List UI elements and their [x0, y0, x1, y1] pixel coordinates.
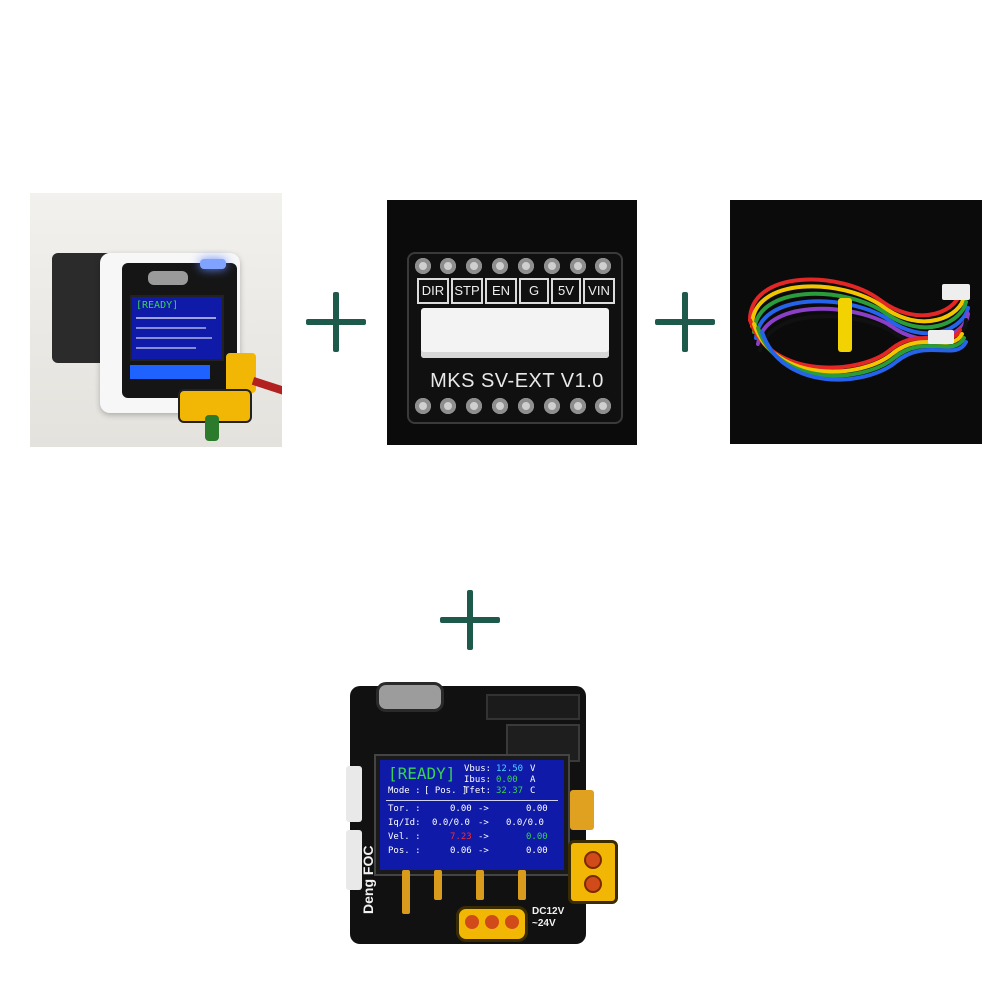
- header-pins: [486, 694, 580, 720]
- jst-connector: [421, 308, 609, 358]
- row-label: Iq/Id:: [388, 818, 421, 828]
- status-led: [200, 259, 226, 269]
- motor-screen-status: [READY]: [136, 300, 179, 311]
- row-right-value: 0.0/0.0: [506, 818, 544, 828]
- usb-c-port: [376, 682, 444, 712]
- vbus-label: Vbus:: [464, 764, 492, 774]
- tfet-value: 32.37: [496, 786, 524, 796]
- row-right-value: 0.00: [526, 804, 548, 814]
- motor-screen: [READY]: [130, 295, 224, 361]
- xt30-connector: [568, 840, 618, 904]
- row-right-value: 0.00: [526, 846, 548, 856]
- side-tab: [346, 830, 362, 890]
- table-row: Iq/Id: 0.0/0.0 -> 0.0/0.0: [388, 818, 556, 832]
- voltage-label: DC12V ~24V: [532, 906, 565, 929]
- mode-label: Mode :: [388, 786, 421, 796]
- plus-icon: [306, 292, 366, 352]
- usb-port: [148, 271, 188, 285]
- row-left-value: 7.23: [450, 832, 472, 842]
- gold-trace: [434, 870, 442, 900]
- motor-kit-photo: [READY]: [30, 193, 282, 447]
- brand-label: Deng FOC: [360, 845, 376, 914]
- gold-trace: [476, 870, 484, 900]
- arrow-icon: ->: [478, 804, 489, 814]
- plus-icon: [655, 292, 715, 352]
- side-tab: [346, 766, 362, 822]
- ibus-unit: A: [530, 775, 536, 785]
- table-row: Vel. : 7.23 -> 0.00: [388, 832, 556, 846]
- vbus-value: 12.50: [496, 764, 524, 774]
- vbus-unit: V: [530, 764, 536, 774]
- arrow-icon: ->: [478, 846, 489, 856]
- pin-label-5v: 5V: [551, 278, 581, 304]
- pin-label-stp: STP: [451, 278, 483, 304]
- arrow-icon: ->: [478, 832, 489, 842]
- row-label: Pos. :: [388, 846, 421, 856]
- row-left-value: 0.0/0.0: [432, 818, 470, 828]
- gold-trace: [402, 870, 410, 914]
- driver-screen: [READY] Vbus: 12.50 V Ibus: 0.00 A Tfet:…: [376, 756, 568, 874]
- row-right-value: 0.00: [526, 832, 548, 842]
- board-title: MKS SV-EXT V1.0: [430, 370, 604, 392]
- row-label: Tor. :: [388, 804, 421, 814]
- extension-board-photo: DIR STP EN G 5V VIN MKS SV-EXT V1.0: [387, 200, 637, 445]
- pin-label-en: EN: [485, 278, 517, 304]
- table-row: Tor. : 0.00 -> 0.00: [388, 804, 556, 818]
- cable-bundle: [748, 277, 970, 382]
- ibus-value: 0.00: [496, 775, 518, 785]
- row-left-value: 0.00: [450, 804, 472, 814]
- pin-label-g: G: [519, 278, 549, 304]
- led-strip: [130, 365, 210, 379]
- arrow-icon: ->: [478, 818, 489, 828]
- green-wire: [205, 415, 219, 441]
- red-cable: [251, 377, 282, 397]
- pin-label-vin: VIN: [583, 278, 615, 304]
- mode-value: [ Pos. ]: [424, 786, 468, 796]
- cable-photo: [730, 200, 982, 444]
- tfet-unit: C: [530, 786, 536, 796]
- row-left-value: 0.06: [450, 846, 472, 856]
- ibus-label: Ibus:: [464, 775, 492, 785]
- pin-label-dir: DIR: [417, 278, 449, 304]
- tfet-label: Tfet:: [464, 786, 492, 796]
- screen-status: [READY]: [388, 764, 456, 783]
- power-connector: [226, 353, 256, 393]
- table-row: Pos. : 0.06 -> 0.00: [388, 846, 556, 860]
- gold-trace: [518, 870, 526, 900]
- driver-board-photo: Deng FOC [READY] Vbus: 12.50 V Ibus: 0.0…: [346, 680, 630, 950]
- motor-phase-connector: [456, 906, 528, 942]
- row-label: Vel. :: [388, 832, 421, 842]
- plus-icon: [440, 590, 500, 650]
- flex-ribbon: [570, 790, 594, 830]
